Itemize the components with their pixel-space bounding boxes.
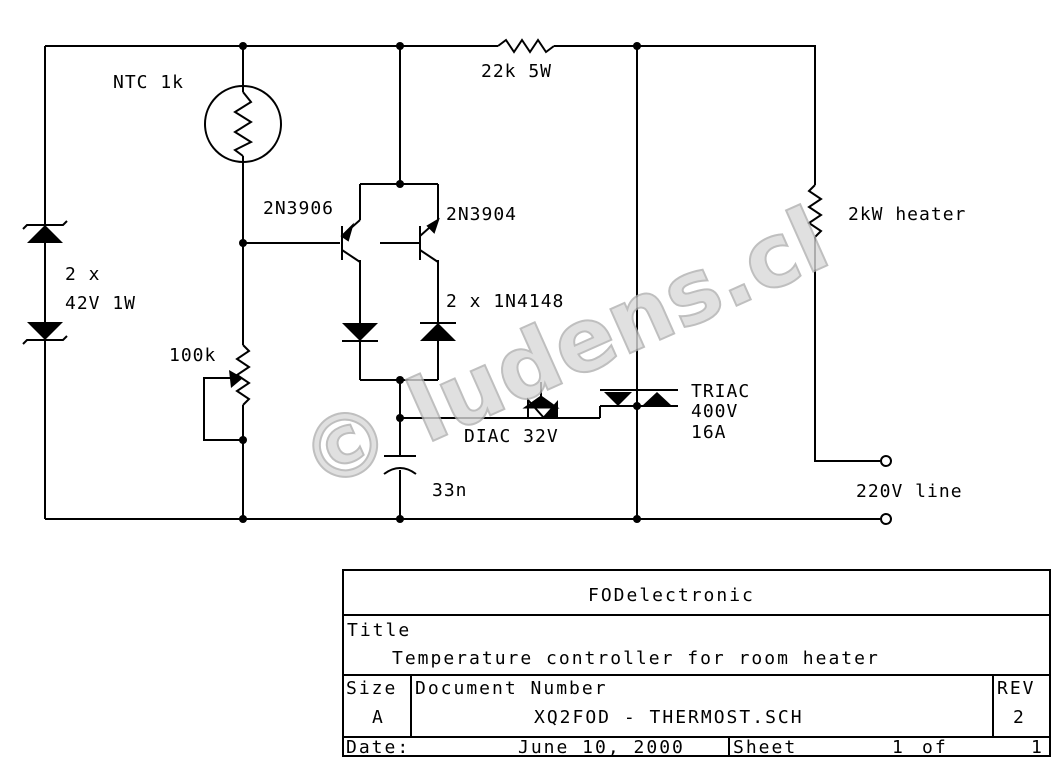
terminal-top — [880, 455, 892, 467]
terminal-bottom — [880, 513, 892, 525]
zener-bottom — [22, 322, 68, 345]
label-pot: 100k — [169, 345, 216, 366]
label-ntc: NTC 1k — [113, 72, 184, 93]
tb-sheet-total: 1 — [1031, 737, 1044, 758]
pot-wiper-arrow — [229, 370, 243, 388]
label-r-series: 22k 5W — [481, 61, 552, 82]
tb-rev: 2 — [1013, 707, 1026, 728]
tb-size: A — [372, 707, 385, 728]
tb-docnum-label: Document Number — [415, 678, 608, 699]
tb-size-label: Size — [346, 678, 397, 699]
tb-company: FODelectronic — [588, 585, 755, 606]
transistor-pnp — [340, 219, 361, 263]
ntc-thermistor — [204, 85, 282, 163]
label-zener-rating: 42V 1W — [65, 293, 136, 314]
diode-left — [342, 323, 378, 342]
diode-right — [420, 322, 456, 341]
label-cap: 33n — [432, 480, 468, 501]
zener-top — [22, 220, 68, 243]
tb-title-label: Title — [347, 620, 411, 641]
label-diac: DIAC 32V — [464, 426, 559, 447]
label-line: 220V line — [856, 481, 963, 502]
label-triac-1: TRIAC — [691, 381, 750, 402]
label-npn: 2N3904 — [446, 204, 517, 225]
transistor-npn — [380, 217, 440, 263]
tb-title: Temperature controller for room heater — [392, 648, 880, 669]
label-triac-2: 400V — [691, 401, 738, 422]
label-heater: 2kW heater — [848, 204, 966, 225]
junction-dots — [239, 42, 641, 523]
tb-rev-label: REV — [997, 678, 1036, 699]
diac — [522, 382, 560, 419]
label-pnp: 2N3906 — [263, 198, 334, 219]
tb-sheet-label: Sheet — [733, 737, 797, 758]
tb-date-label: Date: — [346, 737, 410, 758]
tb-date: June 10, 2000 — [518, 737, 685, 758]
tb-sheet-of: of — [922, 737, 948, 758]
label-triac-3: 16A — [691, 422, 727, 443]
title-block — [342, 569, 1051, 757]
watermark: © ludens.cl — [285, 187, 843, 511]
label-diodes: 2 x 1N4148 — [446, 291, 564, 312]
tb-docnum: XQ2FOD - THERMOST.SCH — [534, 707, 804, 728]
tb-sheet-num: 1 — [892, 737, 905, 758]
capacitor — [383, 455, 417, 475]
label-zener-count: 2 x — [65, 264, 101, 285]
